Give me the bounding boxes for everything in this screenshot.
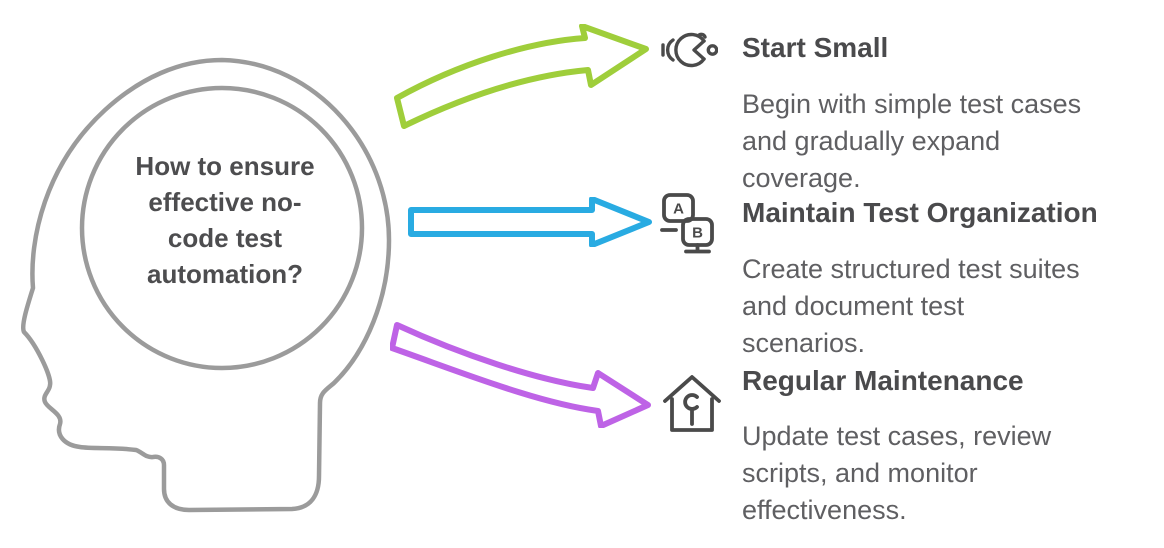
arrow-start-small	[394, 24, 649, 129]
home-wrench-icon	[663, 375, 721, 432]
brain-circle	[79, 85, 365, 371]
item-description-regular-maintenance: Update test cases, review scripts, and m…	[742, 421, 1052, 525]
green-arrow-path	[394, 24, 649, 129]
growth-scale-icon	[661, 32, 718, 68]
icon-letter-b: B	[692, 225, 703, 242]
central-question: How to ensure effective no- code test au…	[135, 151, 315, 289]
head-outline	[21, 57, 392, 513]
ab-organization-icon: A B	[660, 193, 714, 254]
arrow-regular-maintenance	[390, 322, 651, 428]
blue-arrow-path	[408, 197, 652, 247]
item-title-start-small: Start Small	[742, 32, 889, 63]
item-title-regular-maintenance: Regular Maintenance	[742, 365, 1024, 396]
item-description-start-small: Begin with simple test cases and gradual…	[742, 89, 1082, 193]
item-title-maintain-organization: Maintain Test Organization	[742, 197, 1098, 228]
icon-letter-a: A	[673, 201, 684, 218]
item-description-maintain-organization: Create structured test suites and docume…	[742, 254, 1080, 358]
purple-arrow-path	[390, 322, 651, 428]
arrow-maintain-organization	[408, 197, 652, 247]
head-profile-path	[21, 57, 392, 513]
head-profile-drawing	[21, 57, 392, 513]
